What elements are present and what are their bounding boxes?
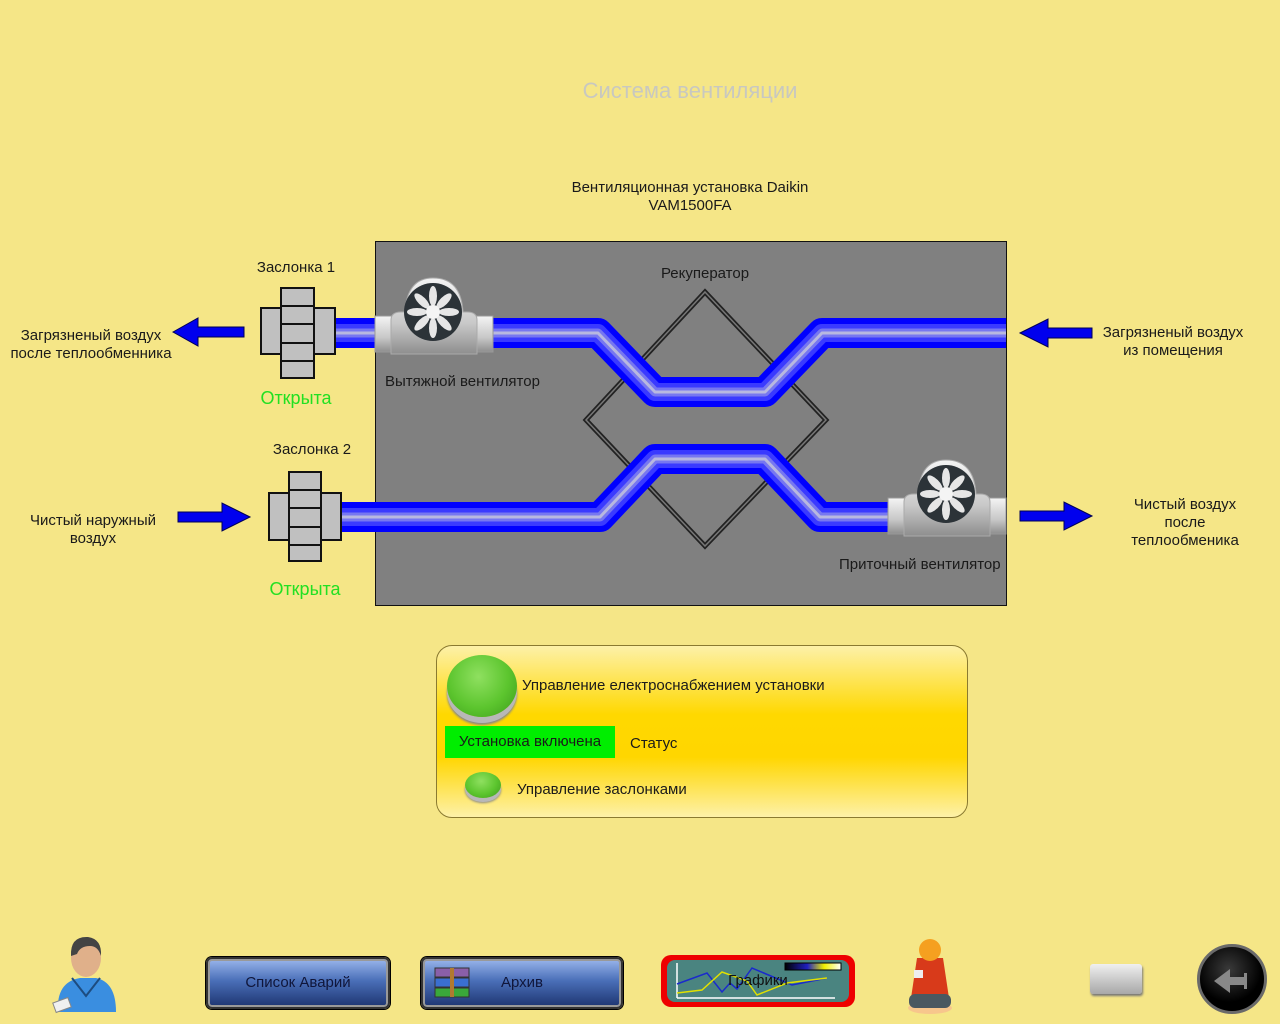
supply-fan-icon [887, 459, 1007, 537]
back-arrow-icon [1214, 969, 1247, 993]
exhaust-fan-icon [374, 277, 494, 355]
archive-button[interactable]: Архив [421, 957, 623, 1009]
back-button[interactable] [1197, 944, 1267, 1014]
outdoor-in-label: Чистый наружный воздух [18, 512, 168, 548]
status-badge: Установка включена [445, 726, 615, 758]
beacon-icon [908, 939, 952, 1014]
arrow-left-icon [1018, 318, 1093, 348]
unit-model: VAM1500FA [648, 197, 732, 214]
power-control-button[interactable] [447, 655, 517, 717]
alarm-beacon-icon[interactable] [905, 936, 955, 1016]
damper-2-icon [268, 471, 342, 562]
status-label: Статус [630, 735, 678, 752]
damper-1-state: Открыта [260, 388, 332, 408]
exhaust-pipe [335, 318, 1006, 407]
damper-2-label: Заслонка 2 [272, 441, 352, 458]
archive-label: Архив [500, 974, 544, 991]
supply-out-line3: теплообменика [1131, 532, 1239, 549]
damper-1-label: Заслонка 1 [256, 259, 336, 276]
supply-out-line1: Чистый воздух [1133, 496, 1237, 513]
arrow-right-icon [177, 502, 252, 532]
exhaust-out-line1: Загрязненый воздух [20, 327, 162, 344]
room-in-label: Загрязненый воздух из помещения [1093, 324, 1253, 360]
room-in-line1: Загрязненый воздух [1102, 324, 1244, 341]
exhaust-out-line2: после теплообменника [10, 345, 172, 362]
unit-name: Вентиляционная установка Daikin VAM1500F… [540, 179, 840, 215]
chart-icon [676, 962, 842, 999]
arrow-right-icon [1019, 501, 1094, 531]
alarm-list-button[interactable]: Список Аварий [206, 957, 390, 1009]
blank-button[interactable] [1090, 964, 1142, 994]
graphs-thumbnail: Графики [667, 960, 849, 1002]
page-title: Система вентиляции [582, 78, 798, 103]
supply-fan-label: Приточный вентилятор [839, 556, 1001, 573]
graphs-label: Графики [728, 972, 788, 989]
archive-icon [434, 967, 470, 998]
exhaust-fan-label: Вытяжной вентилятор [385, 373, 540, 390]
supply-out-line2: после [1164, 514, 1206, 531]
supply-pipe [340, 444, 1006, 532]
user-icon[interactable] [50, 934, 120, 1014]
power-control-label: Управление електроснабжением установки [522, 677, 825, 694]
unit-housing [375, 241, 1007, 606]
exhaust-out-label: Загрязненый воздух после теплообменника [0, 327, 182, 363]
ventilation-diagram [171, 241, 1094, 606]
unit-name-line1: Вентиляционная установка Daikin [571, 179, 809, 196]
recuperator-label: Рекуператор [660, 265, 750, 282]
graphs-button[interactable]: Графики [661, 955, 855, 1007]
damper-2-state: Открыта [269, 579, 341, 599]
user-avatar-icon [52, 936, 116, 1014]
arrow-left-icon [171, 317, 245, 347]
damper-control-label: Управление заслонками [517, 781, 687, 798]
outdoor-in-line1: Чистый наружный [29, 512, 157, 529]
room-in-line2: из помещения [1123, 342, 1223, 359]
damper-control-button[interactable] [465, 772, 501, 798]
damper-1-icon [260, 287, 336, 379]
supply-out-label: Чистый воздух после теплообменика [1110, 496, 1260, 550]
outdoor-in-line2: воздух [69, 530, 117, 547]
